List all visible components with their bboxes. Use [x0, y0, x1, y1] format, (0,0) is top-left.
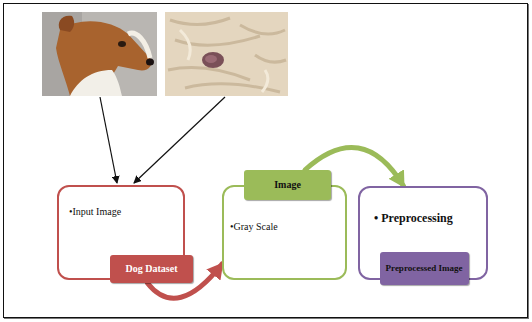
bullet-text: • Preprocessing [374, 212, 453, 225]
photo-arrow [134, 97, 225, 183]
photo-arrow [100, 97, 117, 183]
bullet-text: •Input Image [69, 207, 121, 218]
label-text: Dog Dataset [126, 264, 178, 275]
preprocessed-label: Preprocessed Image [380, 252, 469, 285]
label-text: Image [274, 180, 301, 191]
image-label: Image [244, 170, 331, 200]
dataset-label: Dog Dataset [110, 255, 193, 283]
skin-photo [165, 12, 288, 96]
dog-photo [42, 12, 157, 96]
label-text: Preprocessed Image [386, 264, 463, 273]
bullet-text: •Gray Scale [230, 222, 278, 233]
